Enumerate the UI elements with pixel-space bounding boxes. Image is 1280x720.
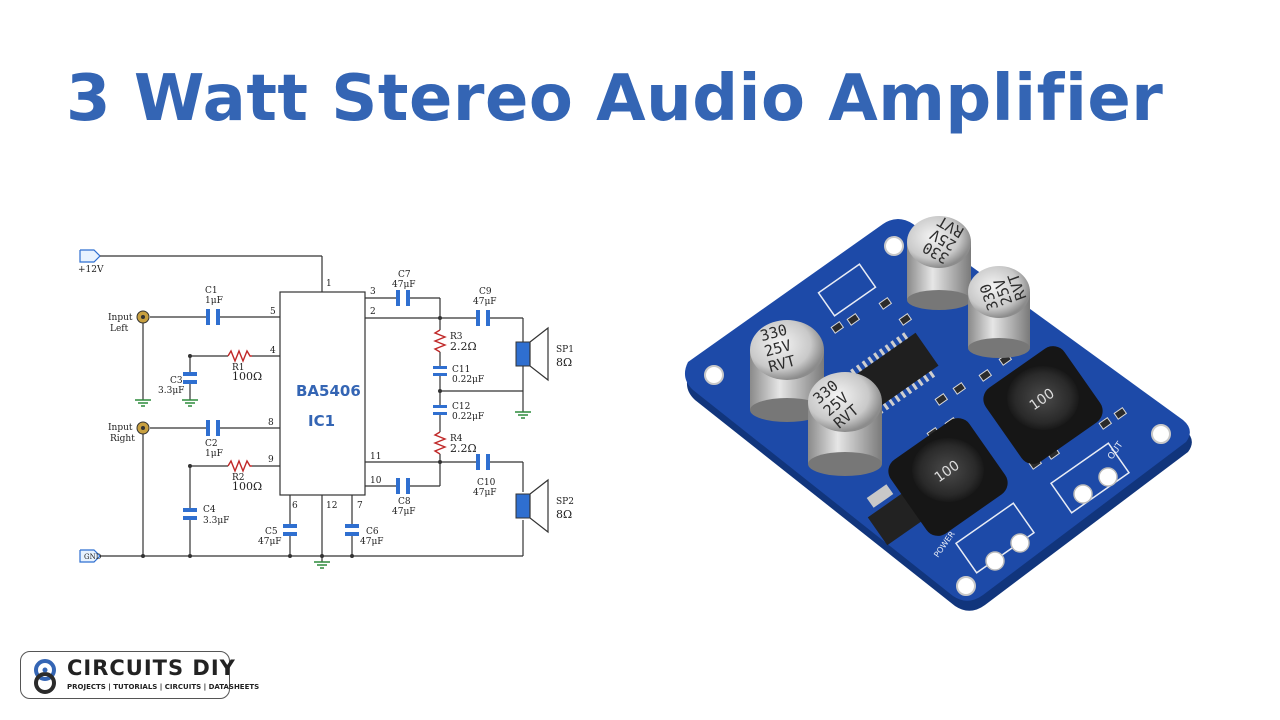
- sp2-val: 8Ω: [556, 508, 572, 521]
- c5-val: 47μF: [258, 537, 282, 547]
- capacitor-bottom-left: 330 25V RVT: [808, 372, 882, 476]
- c8-ref: C8: [398, 497, 411, 507]
- c4-val: 3.3μF: [203, 516, 229, 526]
- r1-val: 100Ω: [232, 370, 262, 383]
- c7-val: 47μF: [392, 280, 416, 290]
- input-left-label-1: Input: [108, 313, 133, 323]
- c3-val: 3.3μF: [158, 386, 184, 396]
- speaker-sp2: [515, 478, 549, 534]
- logo-mark-icon: [34, 659, 56, 694]
- pin-11: 11: [370, 452, 381, 462]
- mounting-hole: [704, 365, 724, 385]
- resistor-r4: [433, 431, 447, 455]
- c4-ref: C4: [203, 505, 216, 515]
- sp1-ref: SP1: [556, 345, 574, 355]
- ground-label: GND: [84, 553, 102, 561]
- resistor-r2: [227, 459, 252, 473]
- inductor-bottom: 100: [888, 418, 1008, 536]
- c11-val: 0.22μF: [452, 375, 484, 385]
- r4-ref: R4: [450, 434, 463, 444]
- sp2-ref: SP2: [556, 497, 574, 507]
- ic-part-number: BA5406: [296, 382, 361, 400]
- sp1-val: 8Ω: [556, 356, 572, 369]
- c11-ref: C11: [452, 365, 470, 375]
- resistor-r3: [433, 329, 447, 353]
- pin-2: 2: [370, 307, 376, 317]
- pin-8: 8: [268, 418, 274, 428]
- ic-reference: IC1: [308, 412, 335, 430]
- pin-9: 9: [268, 455, 274, 465]
- pin-1: 1: [326, 279, 332, 289]
- input-left-label-2: Left: [110, 324, 129, 334]
- c8-val: 47μF: [392, 507, 416, 517]
- c12-ref: C12: [452, 402, 470, 412]
- pin-5: 5: [270, 307, 276, 317]
- input-jack-right: [136, 421, 150, 435]
- c2-ref: C2: [205, 439, 218, 449]
- c2-val: 1μF: [205, 449, 223, 459]
- logo-name: CIRCUITS DIY: [67, 656, 236, 680]
- speaker-sp1: [515, 326, 549, 382]
- c10-val: 47μF: [473, 488, 497, 498]
- r3-ref: R3: [450, 332, 463, 342]
- c7-ref: C7: [398, 270, 411, 280]
- c1-ref: C1: [205, 286, 218, 296]
- c5-ref: C5: [265, 527, 278, 537]
- r1-ref: R1: [232, 363, 245, 373]
- c6-ref: C6: [366, 527, 379, 537]
- pin-3: 3: [370, 287, 376, 297]
- c9-val: 47μF: [473, 297, 497, 307]
- pin-12: 12: [326, 501, 337, 511]
- r3-val: 2.2Ω: [450, 340, 477, 353]
- pin-6: 6: [292, 501, 298, 511]
- c9-ref: C9: [479, 287, 492, 297]
- input-right-label-1: Input: [108, 423, 133, 433]
- page-title: 3 Watt Stereo Audio Amplifier: [66, 62, 1164, 136]
- supply-label: +12V: [78, 265, 104, 275]
- input-right-label-2: Right: [110, 434, 135, 444]
- pin-10: 10: [370, 476, 382, 486]
- c3-ref: C3: [170, 376, 183, 386]
- c10-ref: C10: [477, 478, 496, 488]
- mounting-hole: [1151, 424, 1171, 444]
- resistor-r1: [227, 349, 252, 363]
- c1-val: 1μF: [205, 296, 223, 306]
- pcb-board: [684, 219, 1190, 601]
- c6-val: 47μF: [360, 537, 384, 547]
- r2-ref: R2: [232, 473, 245, 483]
- r2-val: 100Ω: [232, 480, 262, 493]
- c12-val: 0.22μF: [452, 412, 484, 422]
- pin-7: 7: [357, 501, 363, 511]
- inductor-right: 100: [983, 346, 1103, 464]
- input-jack-left: [136, 310, 150, 324]
- capacitor-top-right: 330 25V RVT: [968, 266, 1030, 358]
- mounting-hole: [884, 236, 904, 256]
- capacitor-top-left: 330 25V RVT: [907, 212, 971, 310]
- pin-4: 4: [270, 346, 276, 356]
- circuits-diy-logo[interactable]: CIRCUITS DIY PROJECTS | TUTORIALS | CIRC…: [20, 651, 259, 699]
- mounting-hole: [956, 576, 976, 596]
- logo-tagline: PROJECTS | TUTORIALS | CIRCUITS | DATASH…: [67, 683, 260, 691]
- r4-val: 2.2Ω: [450, 442, 477, 455]
